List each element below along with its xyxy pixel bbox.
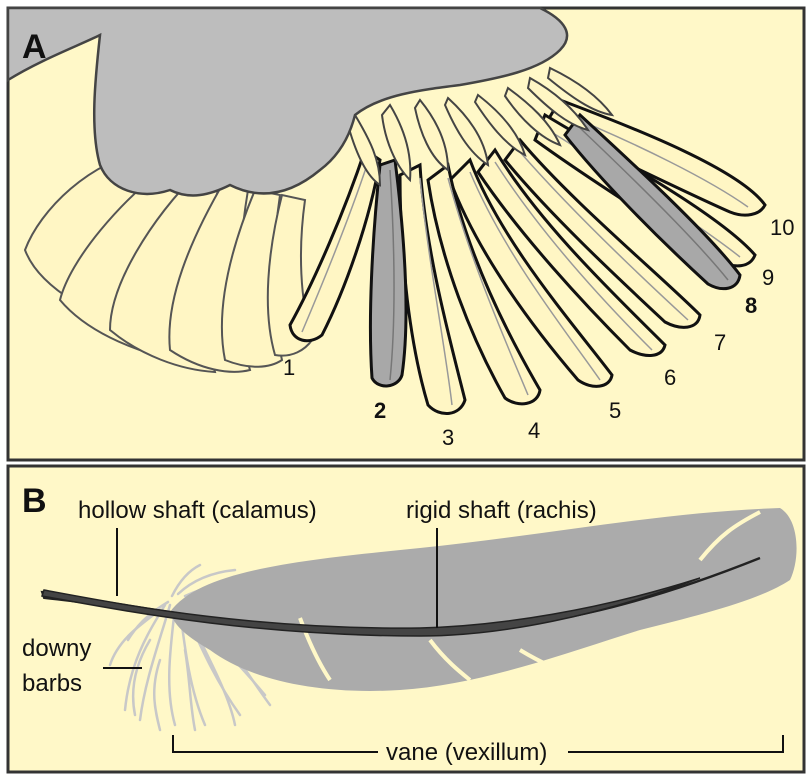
panel-a-letter: A [22, 28, 47, 66]
panel-b-letter: B [22, 482, 47, 520]
feather-number-6: 6 [664, 365, 676, 390]
panel-a: A 1 2 3 4 5 6 7 8 9 10 [8, 8, 804, 460]
feather-number-10: 10 [770, 215, 794, 240]
feather-number-2: 2 [374, 398, 386, 423]
calamus-label: hollow shaft (calamus) [78, 497, 317, 524]
downy-label-line2: barbs [22, 670, 82, 697]
feather-number-9: 9 [762, 265, 774, 290]
vane-label: vane (vexillum) [386, 739, 547, 766]
feather-number-7: 7 [714, 330, 726, 355]
rachis-label: rigid shaft (rachis) [406, 497, 597, 524]
feather-number-3: 3 [442, 425, 454, 450]
feather-number-1: 1 [283, 355, 295, 380]
feather-number-8: 8 [745, 293, 757, 318]
downy-label-line1: downy [22, 635, 91, 662]
panel-b: B hollow shaft (calamus) rigid shaft (ra… [8, 466, 804, 772]
feather-number-4: 4 [528, 418, 540, 443]
feather-number-5: 5 [609, 398, 621, 423]
